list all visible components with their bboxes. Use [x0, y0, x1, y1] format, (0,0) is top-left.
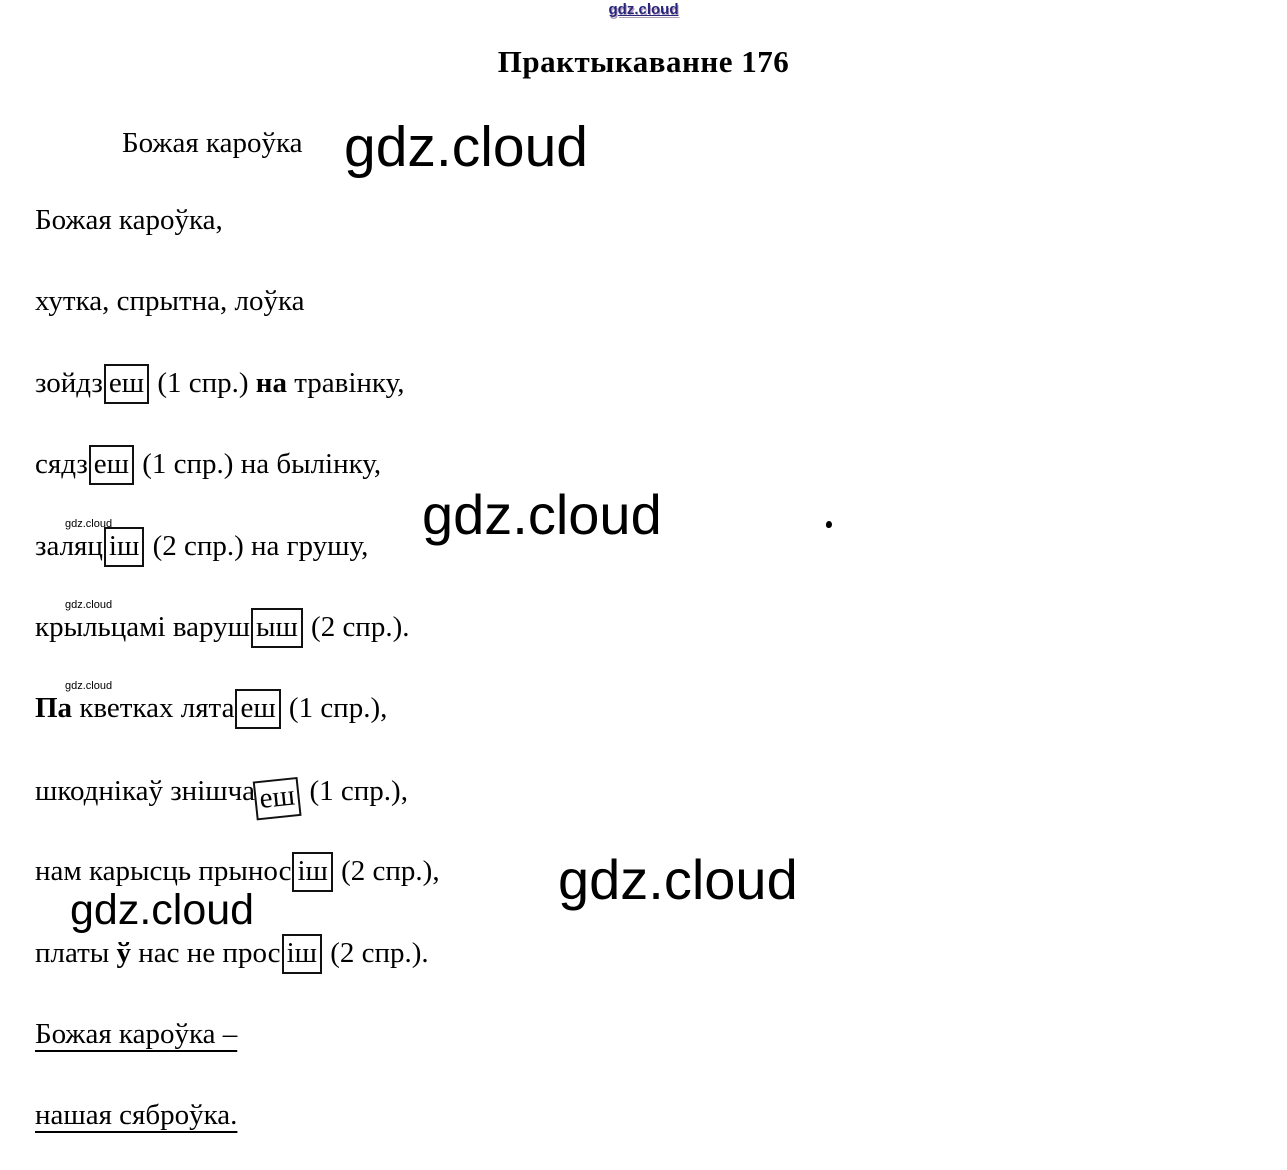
text-segment: (1 спр.) на былінку, [134, 448, 382, 481]
poem-title: Божая кароўка [122, 127, 303, 159]
watermark-top: gdz.cloud [608, 1, 679, 18]
text-segment: ў [116, 936, 132, 969]
text-segment: Божая кароўка – [35, 1017, 238, 1050]
boxed-verb-ending: іш [281, 933, 322, 974]
boxed-verb-ending: еш [252, 776, 302, 821]
boxed-verb-ending: еш [88, 445, 134, 486]
text-segment: хутка, спрытна, лоўка [35, 285, 305, 318]
text-segment: заляц [35, 529, 103, 562]
text-segment: крыльцамі варуш [35, 610, 250, 643]
watermark-left: gdz.cloud [70, 886, 255, 934]
text-segment: платы [35, 936, 117, 969]
watermark-tiny: gdz.cloud [65, 598, 113, 611]
watermark-tiny: gdz.cloud [65, 517, 113, 530]
text-segment: (1 спр.), [281, 692, 388, 725]
exercise-title: Практыкаванне 176 [497, 44, 790, 79]
text-segment: (2 спр.) на грушу, [145, 529, 369, 562]
text-segment: (1 спр.) [150, 366, 256, 399]
poem-line: Божая кароўка – [35, 1017, 935, 1098]
watermark-center: gdz.cloud [422, 483, 662, 546]
text-segment: нашая сяброўка. [35, 1099, 238, 1132]
poem-lines: Божая кароўка, хутка, спрытна, лоўка зойдз… [35, 203, 935, 1170]
boxed-verb-ending: еш [235, 689, 281, 730]
poem-line: нашая сяброўка. [35, 1098, 935, 1170]
boxed-verb-ending: ыш [250, 607, 303, 648]
text-segment: (2 спр.). [303, 610, 410, 643]
text-segment: травінку, [287, 366, 405, 399]
text-segment: сядз [35, 448, 88, 481]
text-segment: (1 спр.), [302, 774, 408, 807]
text-segment: на [255, 366, 288, 399]
text-segment: нам карысць прынос [35, 855, 292, 888]
watermark-beside-subtitle: gdz.cloud [344, 115, 589, 179]
boxed-verb-ending: еш [103, 363, 150, 404]
poem-line: Божая кароўка, [35, 203, 935, 284]
stray-dot [826, 521, 832, 528]
text-segment: шкоднікаў знішча [35, 774, 256, 807]
text-segment: зойдз [35, 366, 103, 399]
text-segment: (2 спр.), [333, 855, 440, 888]
text-segment: (2 спр.). [322, 936, 429, 969]
boxed-verb-ending: іш [292, 852, 333, 893]
watermark-tiny: gdz.cloud [65, 680, 113, 693]
text-segment: нас не прос [131, 936, 281, 969]
watermark-right: gdz.cloud [558, 848, 798, 911]
boxed-verb-ending: іш [103, 526, 145, 567]
text-segment: Божая кароўка, [35, 204, 223, 236]
poem-line: хутка, спрытна, лоўка [35, 284, 935, 365]
text-segment: Па [35, 692, 73, 725]
text-segment: кветках лята [72, 692, 235, 725]
